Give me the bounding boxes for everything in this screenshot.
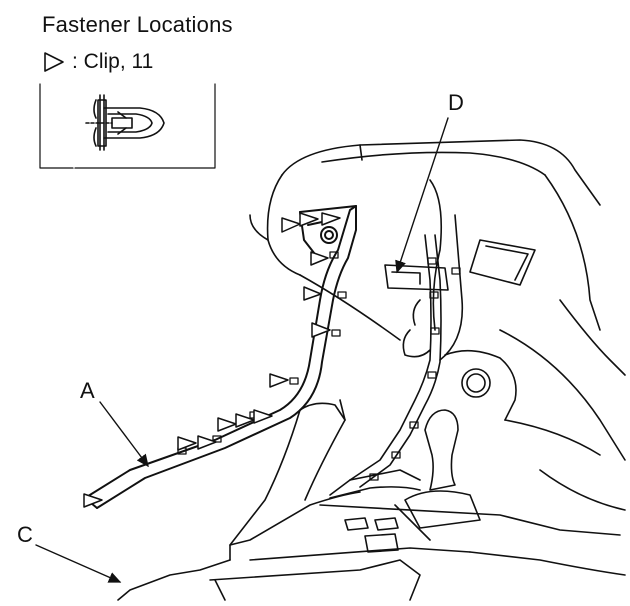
clip-marker-4 [310,251,329,266]
clip-cross-section-icon [85,94,165,151]
leader-line-a [99,401,149,468]
gear-shifter [394,409,481,541]
clip-marker-5 [303,286,322,301]
dashboard-outline [249,139,626,461]
leader-line-c [35,544,122,583]
clip-marker-13 [83,493,103,508]
trim-panel-a [84,205,357,509]
clip-detail-inset [39,83,216,169]
clip-marker-6 [311,322,331,338]
clip-marker-7 [269,373,289,388]
clip-markers [83,212,341,508]
center-console [117,399,626,601]
triangle-outline-icon [44,52,64,72]
legend-text: : Clip, 11 [72,50,154,73]
callout-label-d: D [448,90,464,115]
clip-marker-10 [253,409,273,424]
clip-marker-11 [177,436,197,451]
clip-marker-12 [197,435,217,450]
clip-marker-9 [235,413,255,428]
diagram-title: Fastener Locations [42,12,233,37]
leader-lines [35,117,449,583]
trim-strip [329,234,442,496]
clip-marker-1 [281,217,301,233]
leader-line-d [395,117,449,274]
callout-label-c: C [17,522,33,547]
clip-marker-3 [321,212,341,226]
callout-label-a: A [80,378,95,403]
clip-marker-8 [217,417,237,432]
legend: : Clip, 11 [42,50,153,74]
clip-marker-2 [299,212,319,227]
